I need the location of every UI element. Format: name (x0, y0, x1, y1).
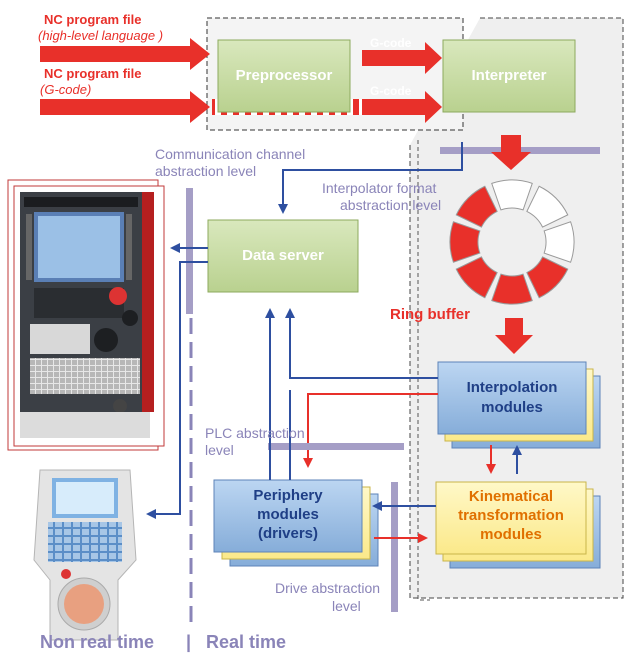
kinematical-label-3: modules (480, 526, 542, 543)
arrow-nc-highlevel (40, 38, 210, 70)
ring-segment-empty (526, 185, 569, 228)
gcode-label-top: G-code (370, 36, 412, 50)
non-real-time-label: Non real time (40, 632, 155, 652)
comm-channel-label-2: abstraction level (155, 163, 257, 179)
periphery-box-shape (213, 479, 363, 553)
arrow-ring-to-interpolation (495, 318, 533, 354)
ring-segment-filled (449, 221, 481, 263)
kinematical-label-1: Kinematical (468, 488, 554, 505)
data-server-box: Data server (242, 247, 324, 264)
ring-segment-empty (543, 221, 575, 263)
drive-level-label-2: level (332, 598, 361, 614)
plc-abstraction-bar (268, 443, 404, 450)
interpolation-box-shape (437, 361, 587, 435)
nc-file-gcode-title: NC program file (44, 66, 142, 81)
periphery-label-2: modules (257, 506, 319, 523)
footer-separator: | (186, 632, 192, 652)
preprocessor-box: Preprocessor (235, 67, 333, 84)
plc-level-label-2: level (205, 442, 234, 458)
link-interpreter-data-server (278, 142, 463, 214)
ring-segment-filled (455, 185, 498, 228)
arrow-gcode-top (362, 42, 442, 74)
ring-buffer-label: Ring buffer (390, 306, 470, 323)
kinematical-label-2: transformation (458, 507, 564, 524)
periphery-label-1: Periphery (253, 487, 323, 504)
gcode-label-bottom: G-code (370, 84, 412, 98)
arrow-gcode-bottom (362, 91, 442, 123)
preprocessor-box-shape (217, 39, 351, 113)
ring-segment-filled (455, 256, 498, 299)
arrow-nc-gcode (40, 91, 210, 123)
ring-segment-filled (526, 256, 569, 299)
plc-level-label-1: PLC abstraction (205, 425, 305, 441)
interpolation-label-2: modules (481, 399, 543, 416)
ring-segment-filled (491, 273, 533, 305)
nc-file-gcode-subtitle: (G-code) (40, 82, 92, 97)
interpolation-label-1: Interpolation (466, 379, 558, 396)
link-interpolation-data-server-1 (285, 308, 438, 379)
data-server-box-shape (207, 219, 359, 293)
nc-file-highlevel-subtitle: (high-level language ) (38, 28, 164, 43)
cnc-panel-illustration (7, 179, 165, 451)
interp-format-label-1: Interpolator format (322, 180, 437, 196)
ring-buffer (449, 179, 575, 305)
interpreter-box: Interpreter (471, 67, 547, 84)
drive-level-label-1: Drive abstraction (275, 580, 381, 596)
ring-segment-empty (491, 179, 533, 211)
interp-format-label-2: abstraction level (340, 197, 442, 213)
handheld-pendant-illustration (33, 469, 137, 641)
link-interpolation-periphery (303, 393, 438, 468)
nc-file-highlevel-title: NC program file (44, 12, 142, 27)
comm-channel-bar (186, 188, 193, 314)
real-time-label: Real time (206, 632, 287, 652)
periphery-label-3: (drivers) (257, 525, 319, 542)
comm-channel-label-1: Communication channel (155, 146, 306, 162)
link-data-server-pendant (146, 261, 208, 519)
arrow-interpreter-to-ring (491, 135, 531, 170)
kinematical-box-shape (435, 481, 587, 555)
drive-abstraction-bar (391, 482, 398, 612)
interpreter-box-shape (442, 39, 576, 113)
